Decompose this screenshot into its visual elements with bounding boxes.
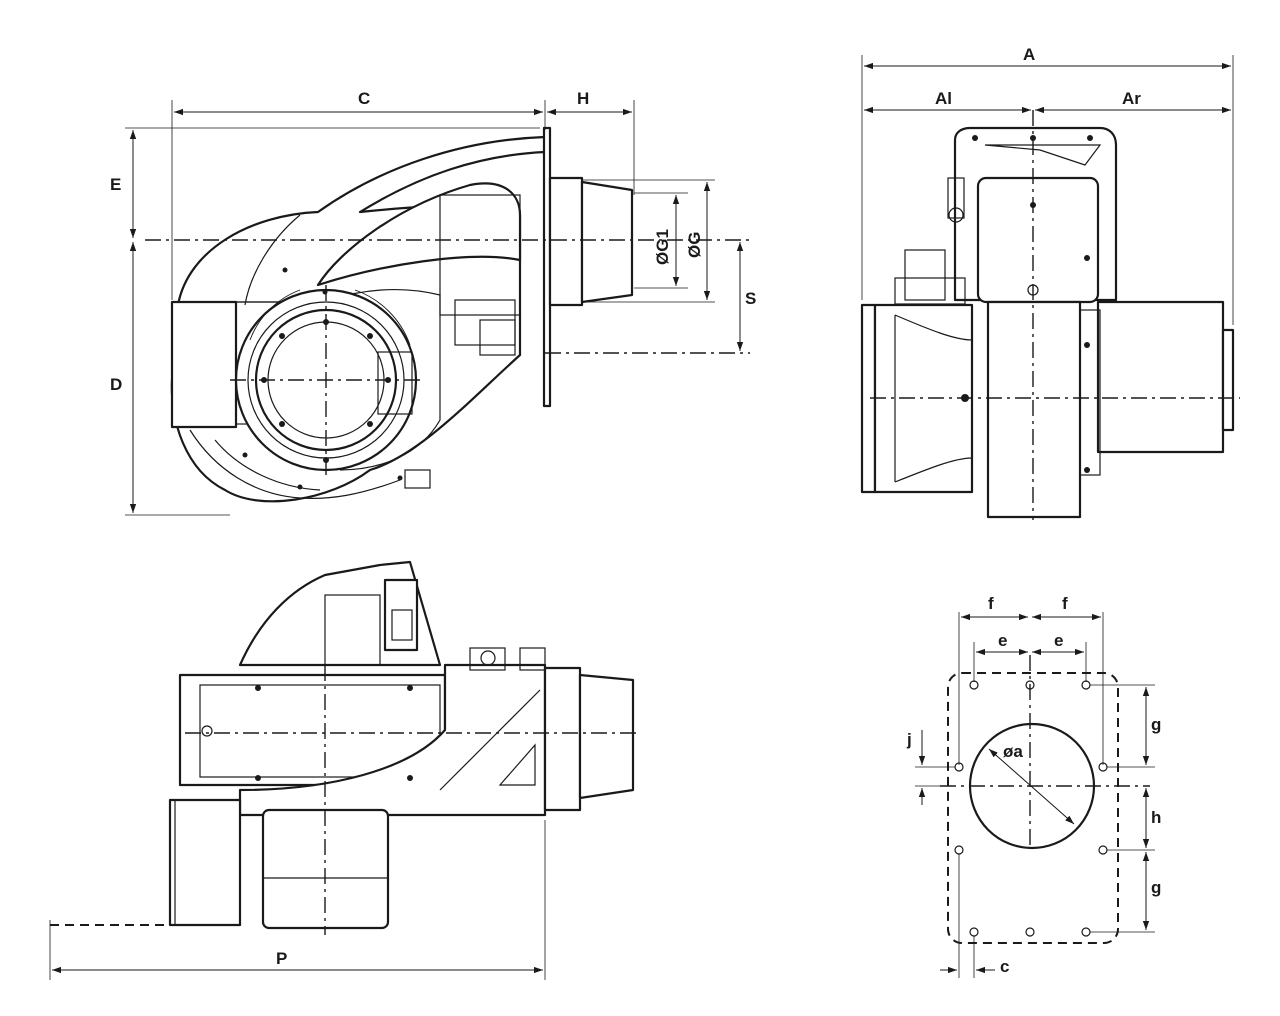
plan-view [50, 560, 640, 935]
flange-dimensions [915, 612, 1155, 978]
dim-label-e: E [110, 175, 121, 194]
dim-label-g-bottom: g [1151, 878, 1161, 897]
dim-label-e-right: e [1054, 631, 1063, 650]
side-view-dimensions [861, 55, 1234, 325]
plan-view-dimensions [49, 820, 546, 980]
dim-label-a: A [1023, 45, 1035, 64]
dim-label-e-left: e [998, 631, 1007, 650]
dim-label-j: j [906, 730, 912, 749]
dim-label-oa: øa [1003, 742, 1023, 761]
dim-label-s: S [745, 289, 756, 308]
dim-label-c-flange: c [1000, 957, 1009, 976]
dim-label-g: ØG [685, 232, 704, 258]
front-view-dimensions [125, 100, 744, 516]
dim-label-f-left: f [988, 594, 994, 613]
mounting-flange [940, 655, 1150, 944]
dim-label-h-flange: h [1151, 808, 1161, 827]
dim-label-al: Al [935, 89, 952, 108]
dim-label-c: C [358, 89, 370, 108]
dim-label-d: D [110, 375, 122, 394]
dim-label-h: H [577, 89, 589, 108]
dim-label-g1: ØG1 [653, 229, 672, 265]
dim-label-ar: Ar [1122, 89, 1141, 108]
dim-label-p: P [276, 949, 287, 968]
dim-label-g-top: g [1151, 715, 1161, 734]
side-view [860, 110, 1240, 520]
dim-label-f-right: f [1062, 594, 1068, 613]
front-view [145, 126, 750, 503]
